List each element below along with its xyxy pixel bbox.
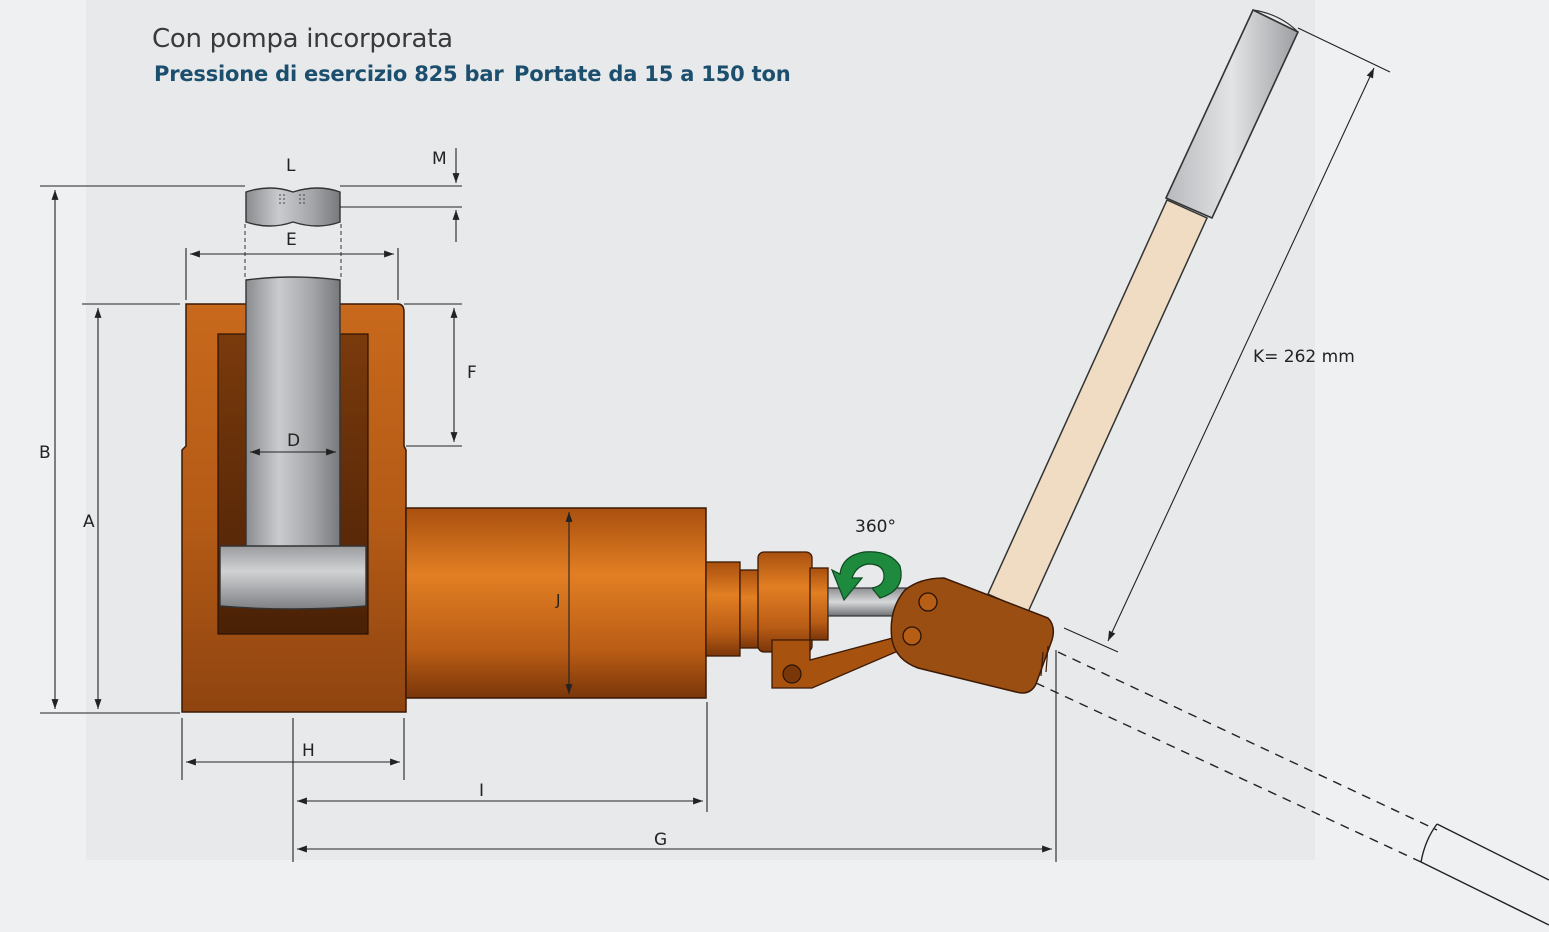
saddle-cap [245, 187, 341, 227]
dim-label-J: J [555, 591, 560, 609]
dim-label-G: G [654, 830, 667, 850]
handle-alt-position [1035, 651, 1549, 926]
pump-handle [987, 8, 1549, 926]
dim-label-B: B [39, 443, 51, 463]
dim-label-I: I [479, 781, 484, 801]
rotation-arrow-icon [830, 551, 902, 602]
dim-label-D: D [287, 431, 300, 451]
dim-label-M: M [432, 149, 447, 169]
rotation-label: 360° [855, 517, 896, 537]
handle-rod [987, 199, 1208, 613]
dim-label-K: K= 262 mm [1253, 347, 1355, 367]
dim-label-E: E [286, 230, 297, 250]
dim-label-H: H [302, 741, 315, 761]
jack-body [181, 187, 1055, 713]
pump-block [757, 551, 813, 653]
pressure-subtitle: Pressione di esercizio 825 bar [154, 62, 504, 86]
pump-neck [705, 561, 741, 657]
capacity-subtitle: Portate da 15 a 150 ton [514, 62, 791, 86]
dimension-lines [40, 27, 1391, 862]
page-title: Con pompa incorporata [152, 24, 453, 54]
reservoir-cylinder [405, 507, 707, 699]
dim-label-F: F [467, 363, 477, 383]
dim-label-L: L [286, 156, 296, 176]
piston [245, 276, 341, 553]
dim-label-A: A [83, 512, 95, 532]
handle-grip [1164, 8, 1300, 220]
piston-ring [219, 545, 367, 610]
